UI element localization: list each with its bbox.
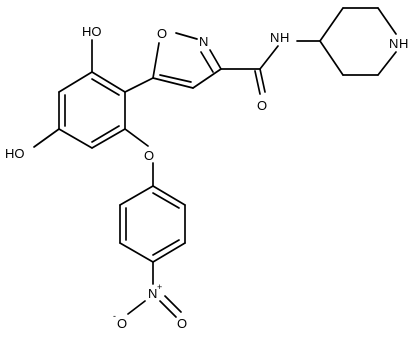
bond <box>91 128 126 149</box>
bond <box>319 7 344 42</box>
bond <box>192 68 222 89</box>
bond <box>259 45 279 70</box>
bond <box>259 68 266 93</box>
bond <box>124 128 149 147</box>
nitro-nitrogen-label: N <box>148 286 157 301</box>
amide-nitrogen-label: N <box>270 30 279 45</box>
nitro-oxygen-label: O <box>177 316 187 331</box>
bond <box>127 300 146 315</box>
piperidine-hydrogen-label: H <box>399 36 408 51</box>
bond <box>209 49 222 70</box>
bond <box>152 239 180 256</box>
bond <box>175 32 198 40</box>
bond <box>152 185 186 206</box>
bond <box>152 192 180 209</box>
bond <box>164 295 182 313</box>
bond <box>119 185 154 206</box>
bond <box>377 7 397 35</box>
bond <box>91 125 120 143</box>
isoxazole-nitrogen-label: N <box>199 34 208 49</box>
bond <box>91 78 120 96</box>
atom-labels: HO HO O N N H O N H O N + O - O <box>5 24 408 331</box>
bond <box>159 300 177 318</box>
bond <box>124 77 154 93</box>
bond <box>254 70 261 95</box>
nitro-positive-charge: + <box>157 282 162 292</box>
amide-hydrogen-label: H <box>280 30 289 45</box>
hydroxyl-label-left: HO <box>5 146 25 161</box>
bond <box>377 51 397 76</box>
ether-oxygen-label: O <box>144 148 154 163</box>
bond <box>319 40 344 76</box>
bond <box>159 74 192 83</box>
bond <box>91 71 126 93</box>
bond <box>152 242 186 263</box>
piperidine-nitrogen-label: N <box>389 36 398 51</box>
bond <box>33 128 60 148</box>
isoxazole-oxygen-label: O <box>157 26 167 41</box>
carbonyl-oxygen-label: O <box>257 98 267 113</box>
bond <box>152 42 160 79</box>
bond <box>119 242 154 263</box>
hydroxyl-label-top: HO <box>82 24 102 39</box>
nitro-oxygen-anion-label: O <box>117 316 127 331</box>
nitro-negative-charge: - <box>113 311 116 321</box>
bond <box>152 77 194 89</box>
bond <box>200 51 214 73</box>
bond <box>58 128 93 149</box>
bond <box>58 71 93 93</box>
bonds <box>33 7 397 318</box>
